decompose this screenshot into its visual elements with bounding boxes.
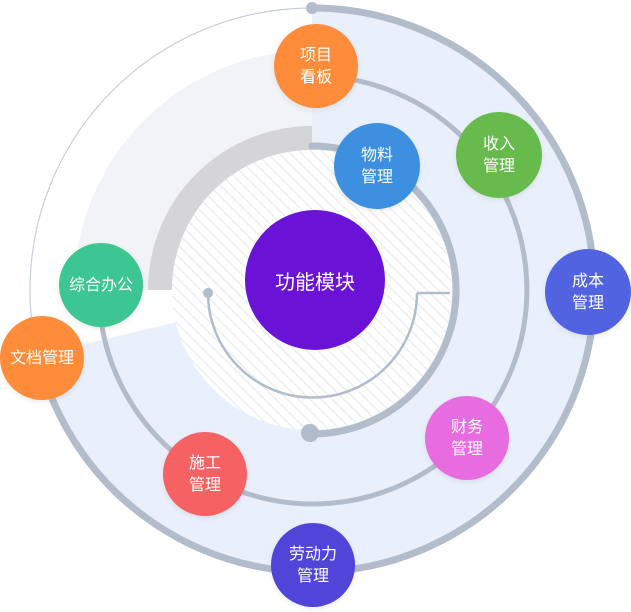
outer-arc-start-dot — [306, 2, 318, 14]
center-node-function-modules[interactable]: 功能模块 — [245, 210, 385, 350]
node-label: 项目 看板 — [299, 45, 332, 86]
node-labor-management[interactable]: 劳动力 管理 — [271, 523, 355, 607]
innermost-thin-arc — [206, 292, 419, 399]
outer-thick-arc — [34, 4, 598, 576]
center-node-label: 功能模块 — [275, 269, 355, 294]
node-label: 成本 管理 — [571, 271, 604, 312]
node-label: 收入 管理 — [482, 134, 515, 175]
node-label: 文档管理 — [9, 348, 74, 367]
node-material-management[interactable]: 物料 管理 — [334, 123, 420, 209]
node-label: 劳动力 管理 — [288, 544, 337, 585]
innermost-arc-dot — [203, 288, 213, 298]
node-cost-management[interactable]: 成本 管理 — [545, 249, 631, 335]
inner-arc-end-dot — [301, 424, 319, 442]
node-finance-management[interactable]: 财务 管理 — [425, 396, 509, 480]
inner-grey-arc — [148, 126, 313, 291]
node-document-management[interactable]: 文档管理 — [0, 316, 84, 400]
node-label: 物料 管理 — [360, 145, 393, 186]
node-construction-management[interactable]: 施工 管理 — [163, 432, 247, 516]
node-office-management[interactable]: 综合办公 — [59, 243, 143, 327]
node-label: 财务 管理 — [450, 417, 483, 458]
node-project-board[interactable]: 项目 看板 — [274, 24, 358, 108]
node-label: 施工 管理 — [188, 453, 221, 494]
node-income-management[interactable]: 收入 管理 — [456, 112, 542, 198]
node-label: 综合办公 — [68, 275, 133, 294]
